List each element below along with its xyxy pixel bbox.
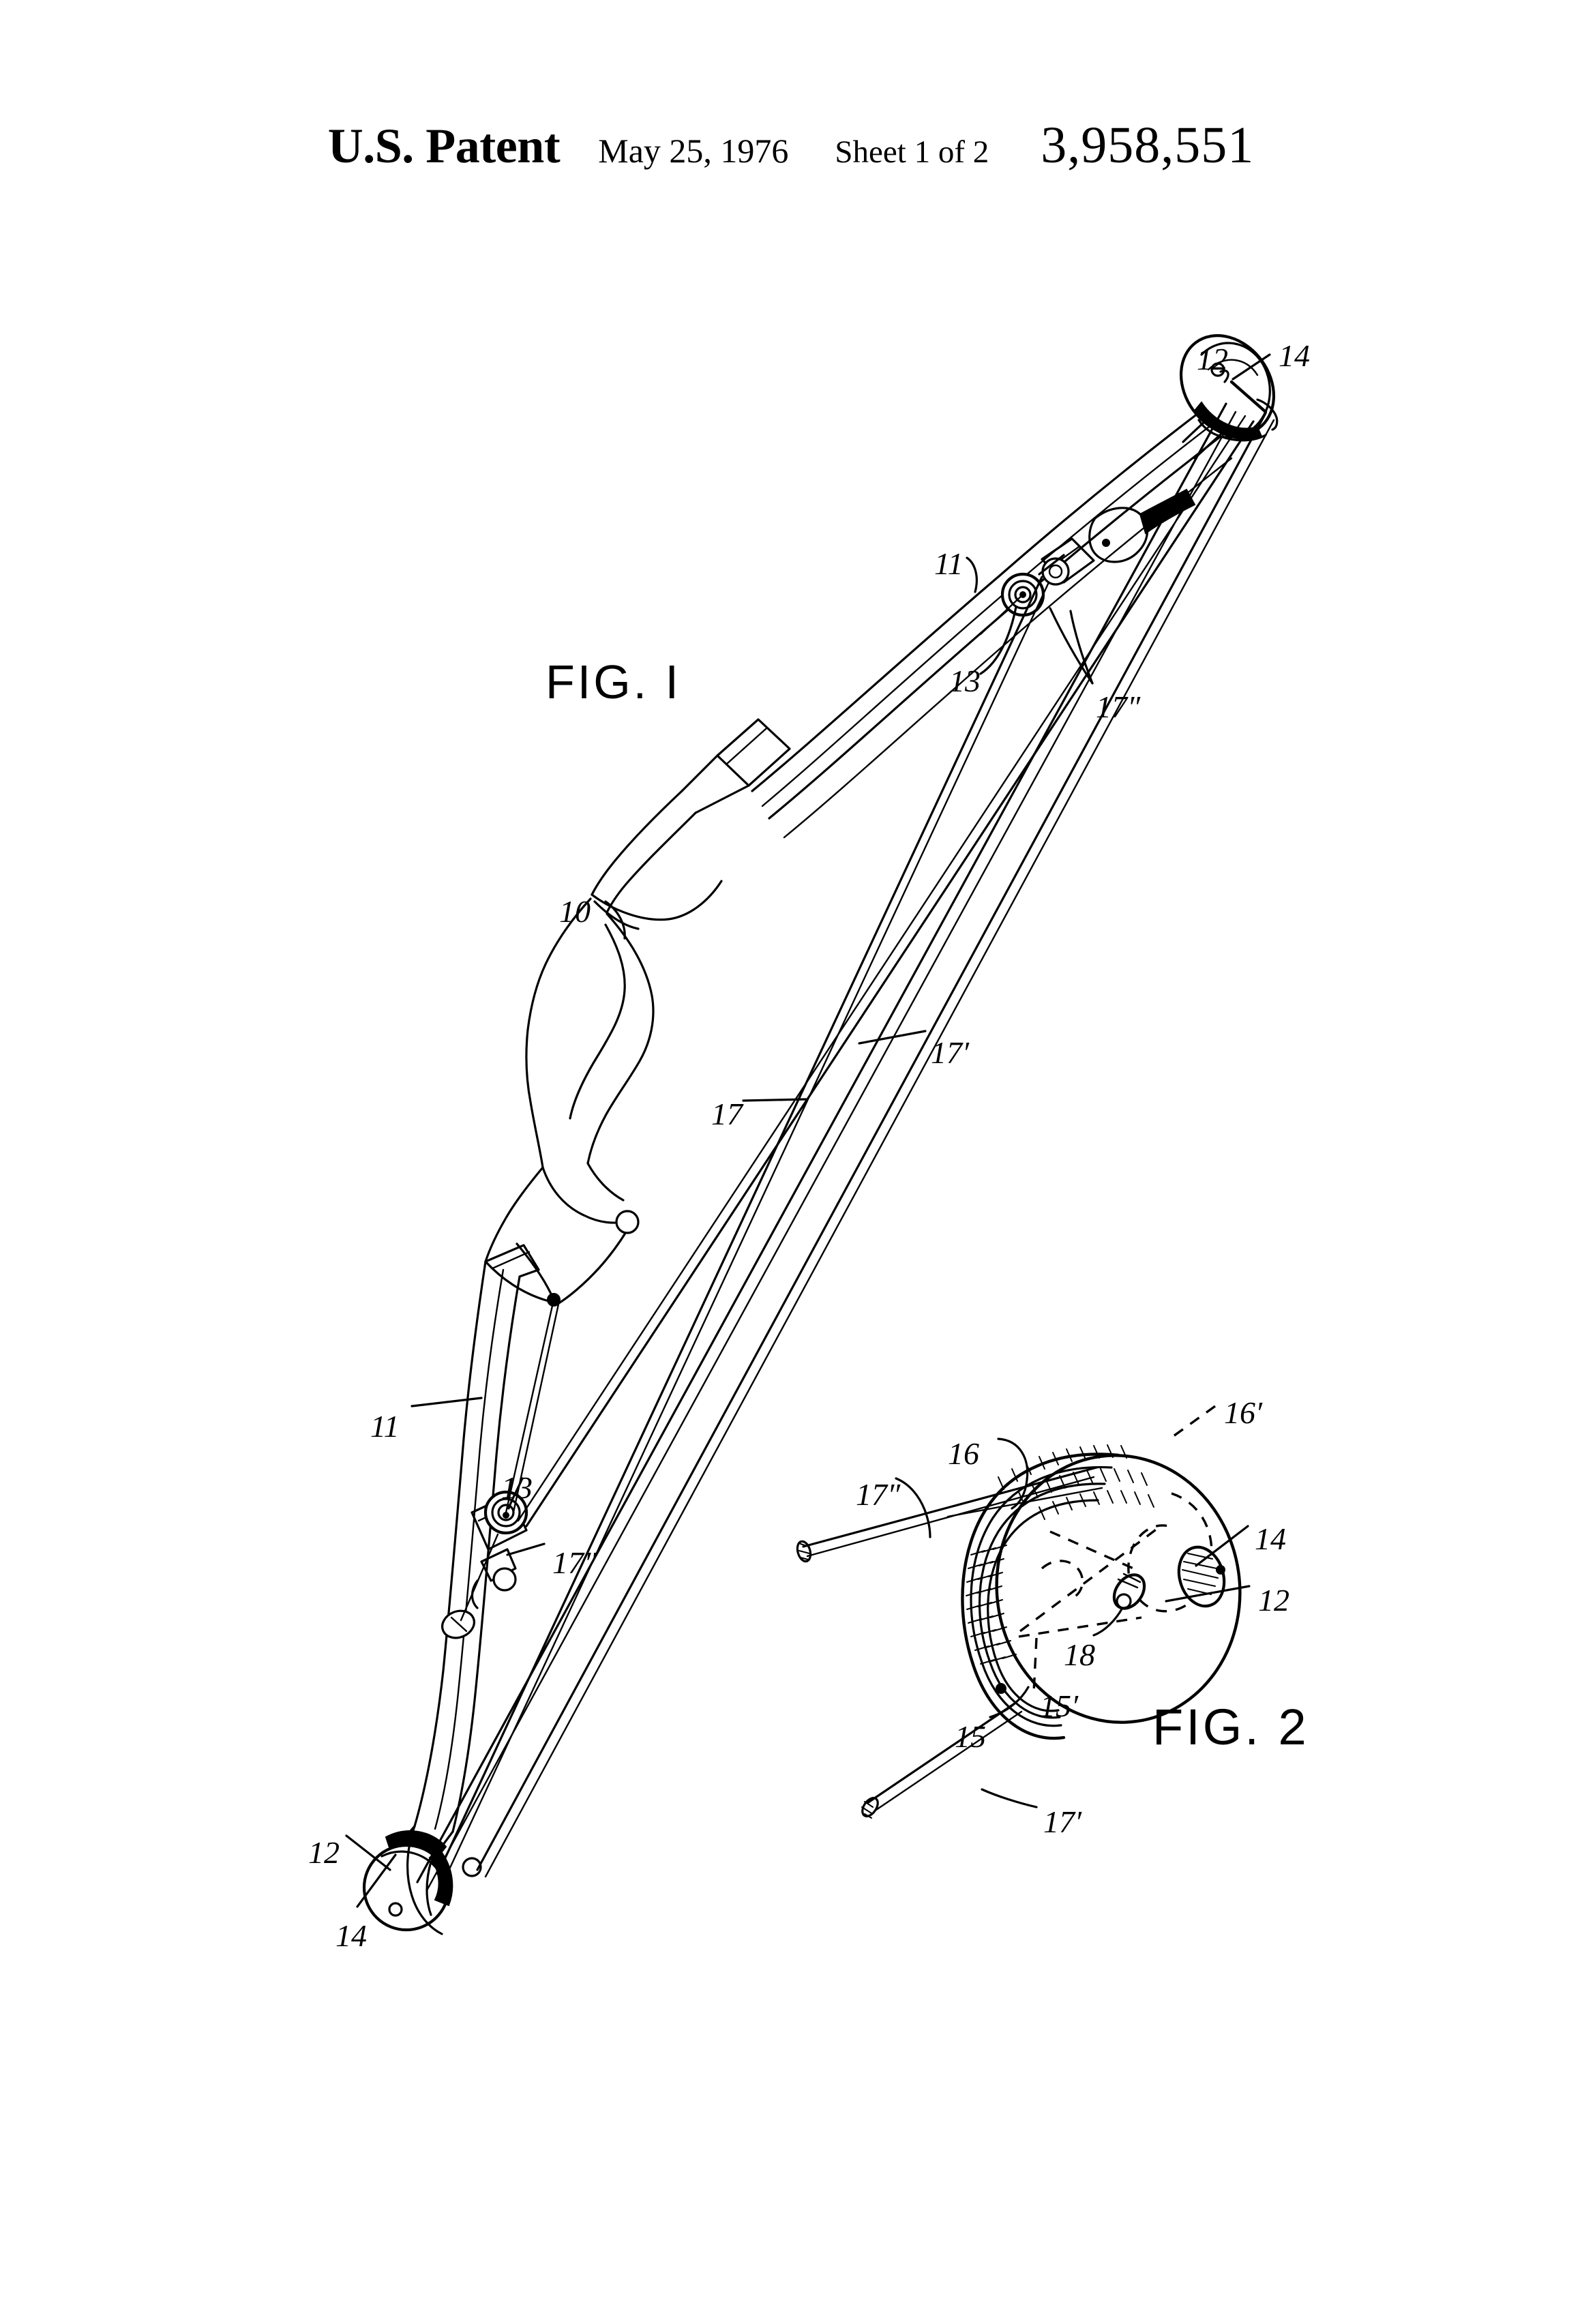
ref-numeral-16-fig2-1: 16 bbox=[948, 1436, 979, 1471]
fig1-bow-assembly bbox=[362, 334, 1279, 1935]
fig2-leader-lines bbox=[895, 1405, 1251, 1808]
fig2-cable-lower bbox=[861, 1702, 1023, 1819]
power-cable-lower-run bbox=[436, 576, 1050, 1881]
ref-numeral-14-fig1-1: 14 bbox=[1279, 338, 1310, 373]
ref-numeral-11-fig1-8: 11 bbox=[370, 1409, 400, 1444]
ref-numeral-12-fig1-0: 12 bbox=[1197, 342, 1228, 376]
pulley-hidden-features bbox=[1018, 1492, 1213, 1693]
ref-numeral-17-fig1-10: 17″ bbox=[552, 1545, 597, 1580]
upper-pulley-assembly bbox=[1179, 334, 1279, 442]
ref-numeral-18-fig2-5: 18 bbox=[1064, 1637, 1095, 1672]
ref-numeral-17-fig1-6: 17′ bbox=[931, 1035, 970, 1070]
lower-pulley-assembly bbox=[362, 1825, 482, 1935]
fig1-caption: FIG. I bbox=[546, 655, 681, 709]
lower-idler-module bbox=[441, 1293, 561, 1639]
power-cable-upper-run bbox=[517, 415, 1255, 1528]
anchor-cables bbox=[460, 593, 1024, 1622]
patent-number: 3,958,551 bbox=[1041, 117, 1255, 174]
fig2-cable-upper bbox=[796, 1466, 1103, 1563]
ref-numeral-16-fig2-0: 16′ bbox=[1224, 1395, 1263, 1430]
ref-numeral-13-fig1-9: 13 bbox=[501, 1470, 533, 1505]
ref-numeral-11-fig1-2: 11 bbox=[934, 546, 964, 581]
ref-numeral-12-fig1-11: 12 bbox=[308, 1835, 340, 1870]
ref-numeral-14-fig1-12: 14 bbox=[335, 1918, 367, 1953]
power-cable-outer bbox=[476, 412, 1275, 1878]
upper-limb-riser-fitting bbox=[681, 718, 791, 814]
axle-bore-14 bbox=[1177, 1545, 1226, 1608]
lower-limb bbox=[393, 1242, 555, 1863]
patent-office-label: U.S. Patent bbox=[327, 119, 561, 173]
ref-numeral-17-fig2-2: 17″ bbox=[856, 1477, 901, 1512]
sheet-number: Sheet 1 of 2 bbox=[835, 134, 989, 170]
ref-numeral-12-fig2-4: 12 bbox=[1258, 1583, 1289, 1618]
ref-numeral-10-fig1-5: 10 bbox=[559, 894, 591, 929]
ref-numeral-17-fig1-4: 17″ bbox=[1096, 689, 1141, 724]
anchor-peg-18 bbox=[1112, 1573, 1146, 1610]
fig2-caption: FIG. 2 bbox=[1152, 1699, 1309, 1755]
ref-numeral-17-fig2-8: 17′ bbox=[1043, 1804, 1082, 1839]
ref-numeral-14-fig2-3: 14 bbox=[1255, 1521, 1286, 1556]
ref-numeral-17-fig1-7: 17 bbox=[711, 1097, 743, 1131]
handle-riser bbox=[484, 790, 723, 1305]
ref-numeral-15-fig2-7: 15 bbox=[955, 1719, 986, 1754]
patent-header: U.S. Patent May 25, 1976 Sheet 1 of 2 3,… bbox=[0, 116, 1582, 198]
fig1-leader-lines bbox=[345, 353, 1271, 1908]
ref-numeral-13-fig1-3: 13 bbox=[949, 664, 981, 698]
fig2-pulley-detail bbox=[796, 1444, 1242, 1819]
ref-numeral-15-fig2-6: 15′ bbox=[1040, 1688, 1079, 1723]
rim-hatching-left bbox=[966, 1545, 1017, 1665]
patent-date: May 25, 1976 bbox=[598, 132, 789, 170]
